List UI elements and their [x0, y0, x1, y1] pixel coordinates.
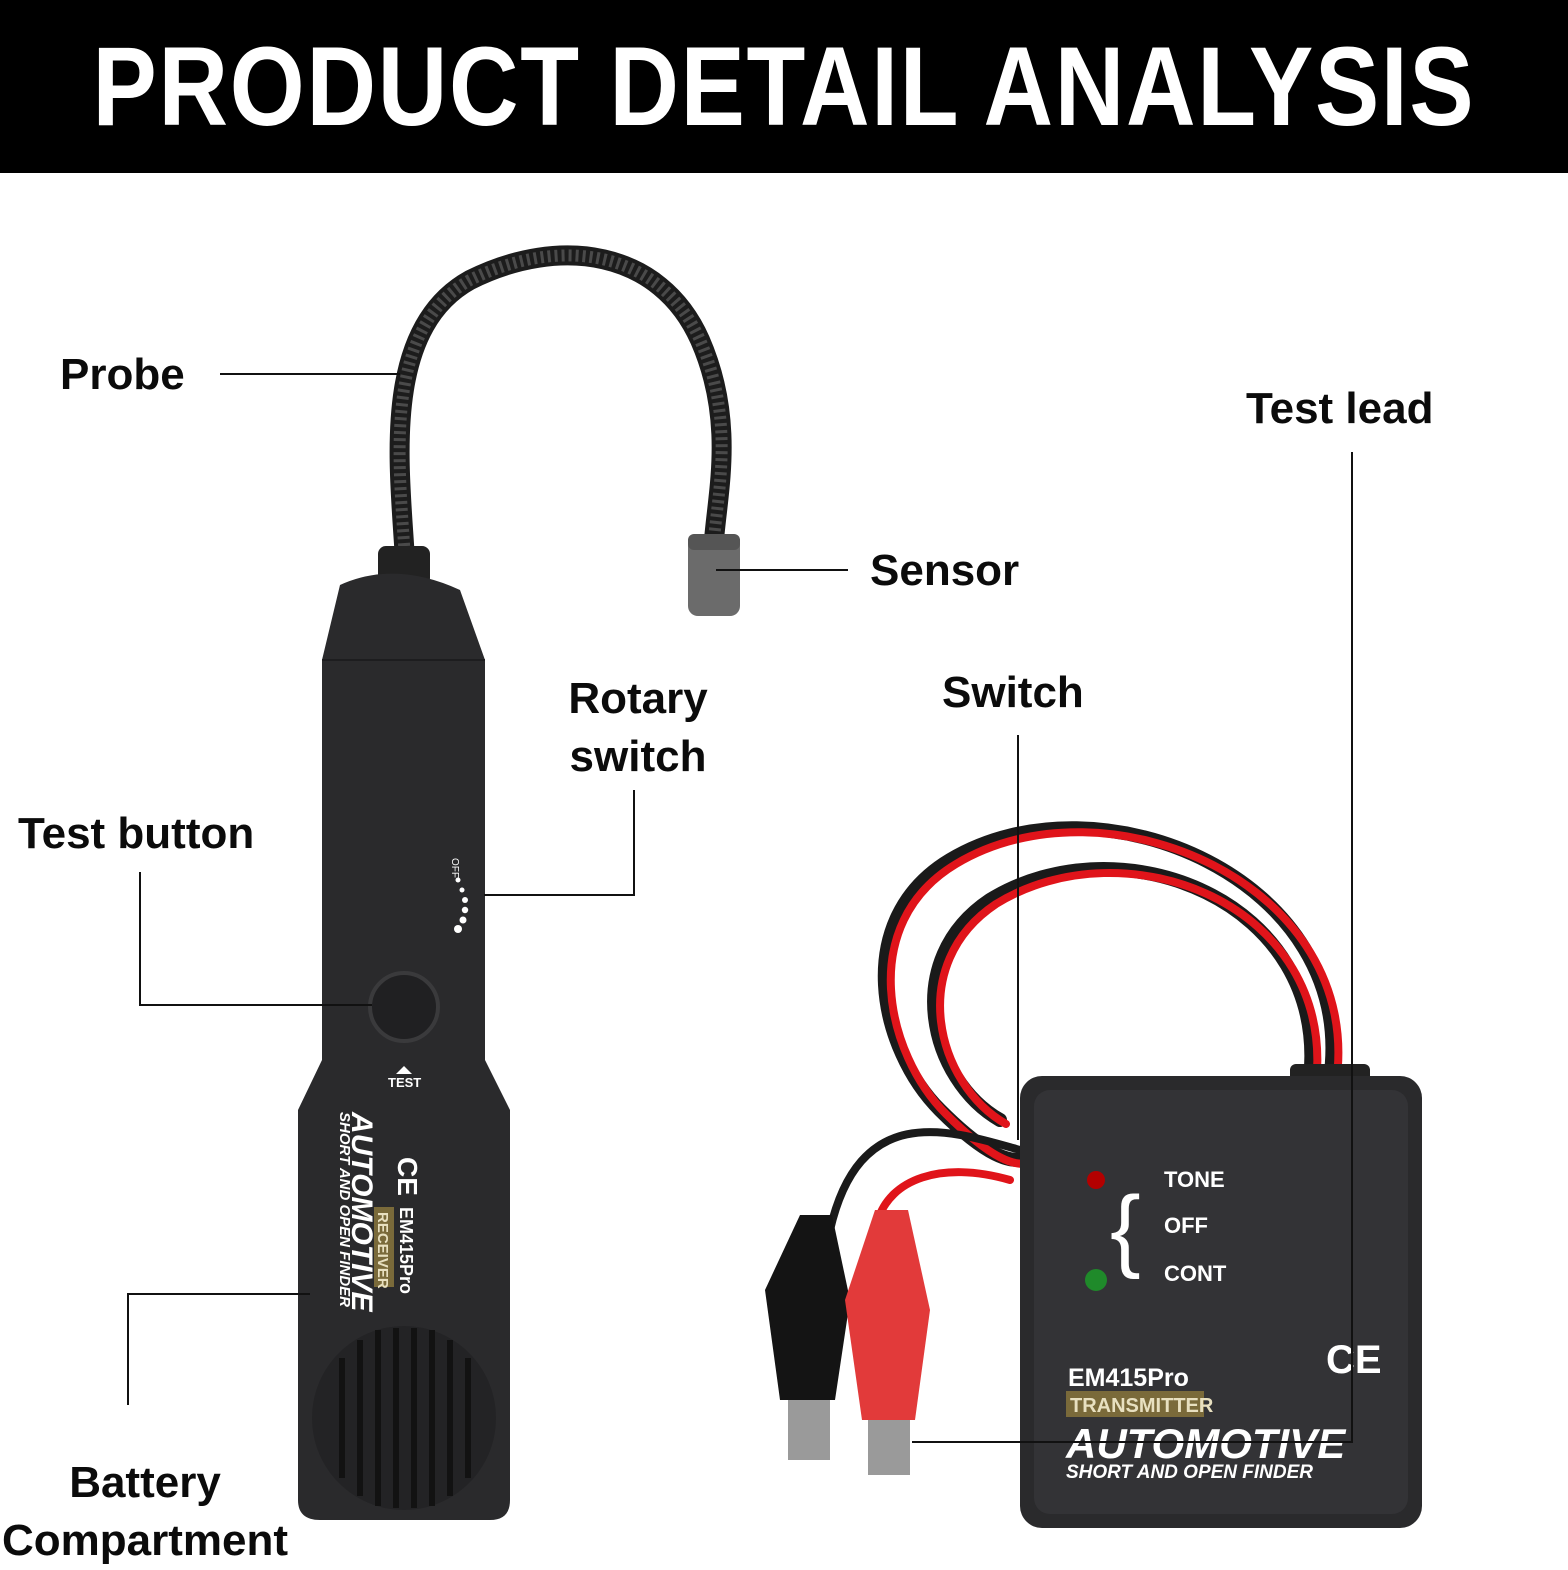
label-battery-line2: Compartment [1, 1516, 289, 1565]
page-title: PRODUCT DETAIL ANALYSIS [92, 24, 1476, 149]
transmitter-mode-tone: TONE [1164, 1167, 1225, 1192]
receiver-brand: AUTOMOTIVE [345, 1111, 378, 1312]
receiver-role-badge: RECEIVER [374, 1212, 391, 1289]
test-lead-cables [826, 821, 1343, 1234]
receiver-subtitle: SHORT AND OPEN FINDER [336, 1112, 353, 1307]
label-sensor: Sensor [870, 546, 1020, 595]
probe-gooseneck [389, 245, 732, 570]
rotary-scale [454, 877, 469, 933]
label-rotary-switch-line2: switch [569, 732, 707, 781]
transmitter-mode-cont: CONT [1164, 1261, 1227, 1286]
black-alligator-clip [765, 1215, 850, 1460]
label-test-button: Test button [18, 809, 255, 858]
label-rotary-switch-line1: Rotary [568, 674, 708, 723]
transmitter-model: EM415Pro [1068, 1364, 1189, 1392]
label-rotary-switch: Rotary switch [556, 670, 720, 786]
label-switch: Switch [942, 668, 1084, 717]
transmitter-brace: { [1110, 1178, 1141, 1280]
receiver-test-mark: TEST [388, 1075, 421, 1090]
label-test-lead: Test lead [1246, 384, 1434, 433]
label-probe: Probe [60, 350, 185, 399]
transmitter-role-badge: TRANSMITTER [1070, 1395, 1214, 1417]
red-alligator-clip [845, 1210, 930, 1475]
receiver-test-button [368, 971, 440, 1043]
transmitter-tone-led [1087, 1171, 1105, 1189]
label-battery-line1: Battery [69, 1458, 221, 1507]
receiver-device: OFF TEST SHORT AND OPEN FINDER AUTOMOTIV… [298, 546, 510, 1520]
transmitter-subtitle: SHORT AND OPEN FINDER [1066, 1462, 1313, 1483]
sensor-tip [688, 534, 740, 616]
receiver-off-mark: OFF [449, 858, 460, 878]
transmitter-cont-led [1085, 1269, 1107, 1291]
receiver-model: EM415Pro [396, 1207, 416, 1294]
transmitter-ce-mark: CE [1326, 1338, 1382, 1382]
transmitter-device: { TONE OFF CONT CE EM415Pro TRANSMITTER … [1020, 1064, 1422, 1528]
transmitter-mode-off: OFF [1164, 1213, 1208, 1238]
header-banner: PRODUCT DETAIL ANALYSIS [0, 0, 1568, 173]
label-battery-compartment: Battery Compartment [0, 1454, 290, 1570]
leader-lines [127, 373, 1353, 1443]
receiver-ce-mark: CE [392, 1157, 423, 1196]
transmitter-brand: AUTOMOTIVE [1065, 1420, 1347, 1467]
